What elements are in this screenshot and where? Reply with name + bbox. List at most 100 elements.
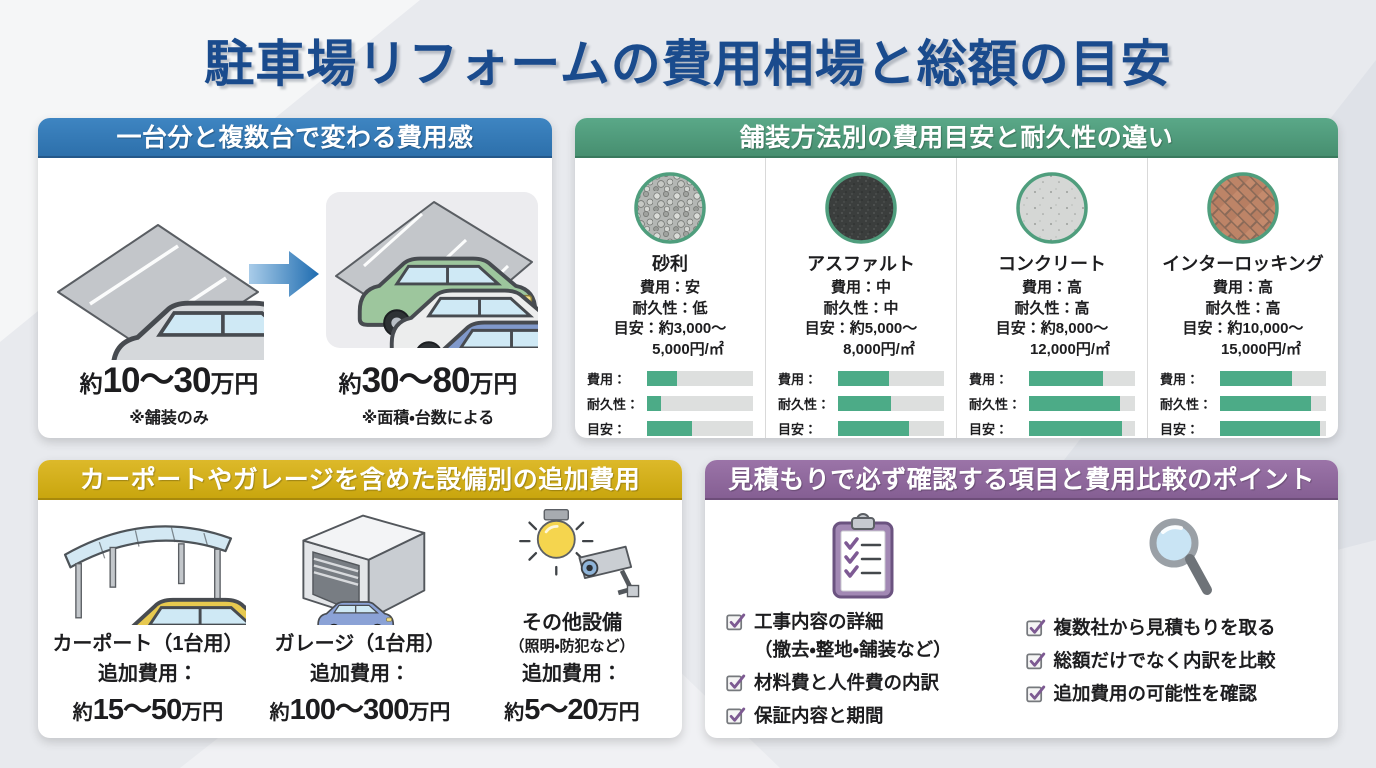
checklist-text: 総額だけでなく内訳を比較	[1053, 650, 1276, 672]
light-and-security-camera-icon	[519, 509, 640, 598]
paving-durability: 耐久性：低	[632, 299, 708, 317]
paving-durability: 耐久性：高	[1205, 299, 1281, 317]
guide-bar-fill	[1029, 420, 1123, 436]
paving-name: コンクリート	[998, 254, 1106, 274]
paving-name: アスファルト	[807, 254, 915, 274]
paving-cost: 費用：高	[1021, 279, 1082, 296]
panel-paving-header: 舗装方法別の費用目安と耐久性の違い	[575, 118, 1338, 158]
paving-name: 砂利	[652, 254, 688, 274]
durability-bar-track	[647, 395, 753, 411]
guide-bar-fill	[1220, 420, 1320, 436]
checklist-text: 保証内容と期間	[754, 705, 884, 727]
checklist-text-line2: （撤去・整地・舗装など）	[754, 639, 952, 661]
price-approx: 約	[72, 702, 93, 724]
equipment-fee-label: 追加費用：	[98, 663, 198, 685]
panel-cost-by-count: 一台分と複数台で変わる費用感 約10〜30万円 ※舗装のみ 約30〜80万円 ※…	[38, 118, 552, 438]
price-range: 30〜80	[361, 361, 471, 400]
checklist-item: 保証内容と期間	[725, 704, 1025, 728]
paving-cost: 費用：安	[639, 279, 700, 296]
checklist-text: 材料費と人件費の内訳	[754, 672, 940, 694]
durability-bar-fill	[647, 395, 661, 411]
paving-guide-line2: 15,000円/㎡	[1220, 341, 1302, 359]
price-approx: 約	[338, 371, 362, 397]
interlocking-texture-icon	[1207, 172, 1279, 244]
estimate-icons-row	[705, 508, 1338, 606]
paving-bars: 費用： 耐久性： 目安：	[969, 369, 1135, 438]
arrow-right-icon	[249, 251, 319, 297]
checkbox-checked-icon	[1025, 619, 1045, 637]
price-note: ※面積・台数による	[361, 410, 495, 427]
equipment-column-other: その他設備 （照明・防犯など） 追加費用： 約5〜20万円	[466, 506, 678, 728]
equipment-price: 約100〜300万円	[270, 686, 451, 728]
checklist-item: 総額だけでなく内訳を比較	[1025, 649, 1325, 673]
bar-label-guide: 目安：	[587, 421, 627, 437]
bar-label-guide: 目安：	[1160, 421, 1200, 437]
price-range: 100〜300	[289, 694, 410, 726]
gravel-texture-icon	[634, 172, 706, 244]
bar-label-guide: 目安：	[969, 421, 1009, 437]
magnifying-glass-icon	[1149, 518, 1212, 595]
paving-details: 費用：高 耐久性：高 目安：約10,000〜 15,000円/㎡	[1148, 278, 1338, 361]
checklist-text: 工事内容の詳細	[754, 611, 884, 632]
panel-paving-methods: 舗装方法別の費用目安と耐久性の違い 砂利 費用：安 耐久性：低 目安：約3,00…	[575, 118, 1338, 438]
paving-cost: 費用：高	[1212, 279, 1273, 296]
bar-label-durability: 耐久性：	[969, 396, 1022, 412]
cost-bar-track	[647, 370, 753, 386]
checkbox-checked-icon	[1025, 652, 1045, 670]
checklist-text: 追加費用の可能性を確認	[1053, 683, 1258, 705]
price-range: 5〜20	[524, 694, 598, 726]
paving-details: 費用：安 耐久性：低 目安：約3,000〜 5,000円/㎡	[575, 278, 765, 361]
equipment-name: その他設備	[522, 612, 622, 634]
paving-column-asphalt: アスファルト 費用：中 耐久性：中 目安：約5,000〜 8,000円/㎡ 費用…	[765, 158, 956, 438]
paving-bars: 費用： 耐久性： 目安：	[587, 369, 753, 438]
bar-label-durability: 耐久性：	[587, 396, 640, 412]
durability-bar-fill	[1029, 395, 1121, 411]
durability-bar-fill	[838, 395, 891, 411]
paving-durability: 耐久性：高	[1014, 299, 1090, 317]
equipment-name: ガレージ（1台用）	[274, 633, 446, 655]
checklist-clipboard-icon	[832, 513, 894, 599]
durability-bar-track	[838, 395, 944, 411]
guide-bar-track	[838, 420, 944, 436]
price-note: ※舗装のみ	[129, 410, 209, 427]
paving-details: 費用：中 耐久性：中 目安：約5,000〜 8,000円/㎡	[766, 278, 956, 361]
guide-bar-fill	[647, 420, 692, 436]
durability-bar-track	[1029, 395, 1135, 411]
price-unit: 万円	[597, 701, 640, 724]
guide-bar-fill	[838, 420, 910, 436]
cost-bar-fill	[647, 370, 677, 386]
price-approx: 約	[79, 371, 103, 397]
multi-car-parking-illustration	[326, 192, 538, 348]
cost-bar-fill	[1029, 370, 1104, 386]
panel-estimate-header: 見積もりで必ず確認する項目と費用比較のポイント	[705, 460, 1338, 500]
price-approx: 約	[504, 702, 525, 724]
multi-car-price: 約30〜80万円 ※面積・台数による	[304, 352, 552, 428]
price-unit: 万円	[181, 701, 224, 724]
bar-label-cost: 費用：	[1160, 371, 1200, 387]
price-unit: 万円	[469, 371, 518, 398]
cost-bar-track	[1029, 370, 1135, 386]
paving-guide-line2: 5,000円/㎡	[652, 341, 724, 359]
asphalt-texture-icon	[825, 172, 897, 244]
checklist-item: 工事内容の詳細	[725, 610, 1025, 634]
paving-guide-line2: 12,000円/㎡	[1029, 341, 1111, 359]
checklist-item: 材料費と人件費の内訳	[725, 671, 1025, 695]
cost-bar-track	[1220, 370, 1326, 386]
equipment-fee-label: 追加費用：	[522, 663, 622, 685]
checkbox-checked-icon	[726, 707, 746, 725]
bar-label-guide: 目安：	[778, 421, 818, 437]
equipment-subtitle: （照明・防犯など）	[509, 638, 635, 655]
durability-bar-track	[1220, 395, 1326, 411]
equipment-column-garage: ガレージ（1台用） 追加費用： 約100〜300万円	[254, 506, 466, 728]
bar-label-cost: 費用：	[778, 371, 818, 387]
paving-guide-line1: 目安：約5,000〜	[804, 320, 918, 338]
panel-cost-by-count-header: 一台分と複数台で変わる費用感	[38, 118, 552, 158]
price-approx: 約	[269, 702, 290, 724]
equipment-column-carport: カーポート（1台用） 追加費用： 約15〜50万円	[42, 506, 254, 728]
price-range: 15〜50	[92, 694, 183, 726]
cost-bar-fill	[1220, 370, 1293, 386]
durability-bar-fill	[1220, 395, 1312, 411]
checklist-item: 複数社から見積もりを取る	[1025, 616, 1325, 640]
checklist-left-column: 工事内容の詳細 （撤去・整地・舗装など） 材料費と人件費の内訳 保証内容と期間	[725, 610, 1025, 737]
paving-guide-line2: 8,000円/㎡	[843, 341, 915, 359]
